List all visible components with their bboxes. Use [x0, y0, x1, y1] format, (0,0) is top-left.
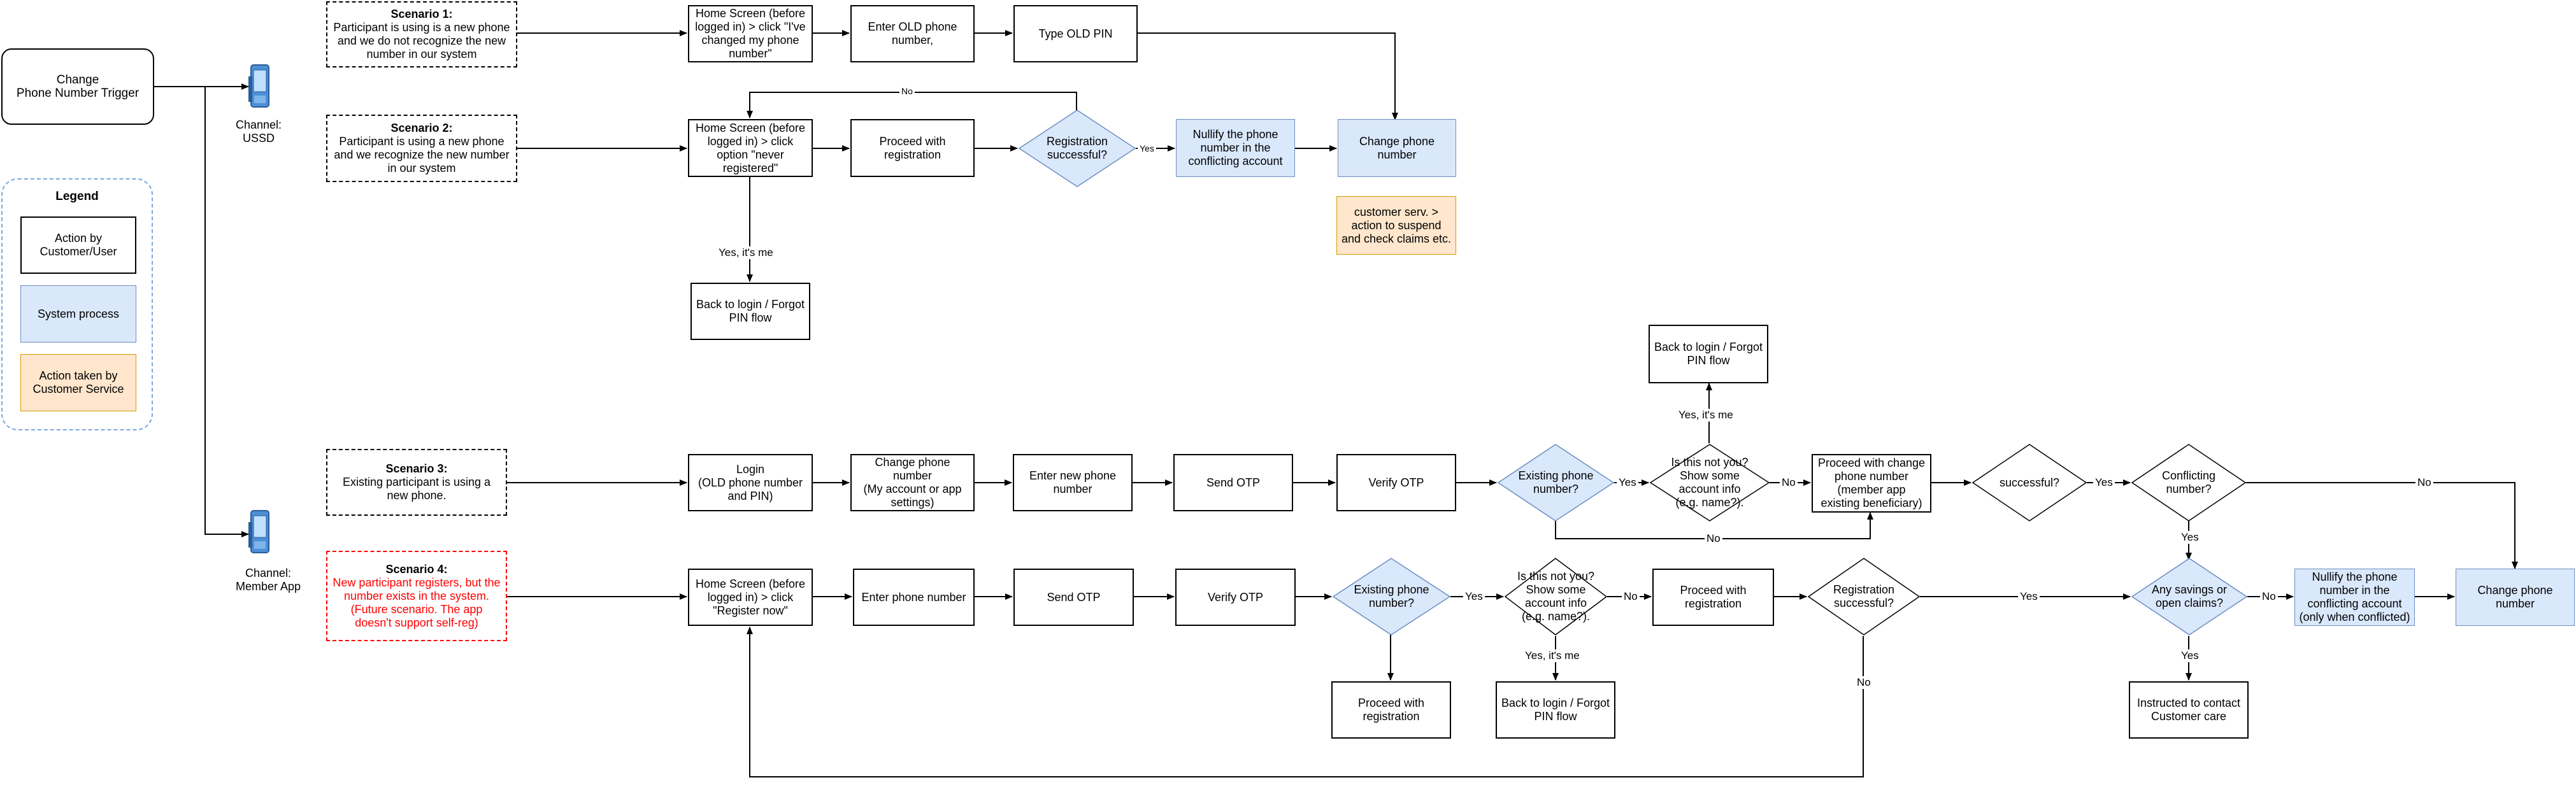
s3-not-you-decision: Is this not you? Show some account info … — [1650, 444, 1770, 521]
scenario-body: Existing participant is using a new phon… — [342, 476, 491, 502]
s4-contact-customer-care: Instructed to contact Customer care — [2129, 681, 2249, 739]
decision-label: Is this not you? Show some account info … — [1671, 456, 1749, 509]
scenario-4: Scenario 4: New participant registers, b… — [326, 551, 507, 641]
s1-enter-old-phone: Enter OLD phone number, — [850, 5, 975, 62]
s2-registration-decision: Registration successful? — [1019, 110, 1136, 187]
edge-s3-conflict-change — [2246, 482, 2518, 569]
edge-label-no: No — [1855, 676, 1873, 689]
decision-label: Any savings or open claims? — [2151, 583, 2228, 609]
s3-back-to-login: Back to login / Forgot PIN flow — [1649, 325, 1768, 383]
s2-customer-service-action: customer serv. > action to suspend and c… — [1336, 196, 1456, 255]
s4-nullify-phone: Nullify the phone number in the conflict… — [2294, 569, 2415, 626]
decision-label: Is this not you? Show some account info … — [1517, 570, 1595, 623]
edge-label-no: No — [1780, 476, 1798, 489]
edge-label-yes: Yes — [1617, 476, 1638, 489]
decision-label: Conflicting number? — [2161, 469, 2216, 495]
scenario-title: Scenario 3: — [385, 462, 448, 475]
s4-home-screen: Home Screen (before logged in) > click "… — [688, 569, 813, 626]
s3-existing-phone-decision: Existing phone number? — [1498, 444, 1614, 521]
s3-successful-decision: successful? — [1972, 444, 2087, 521]
s3-conflicting-decision: Conflicting number? — [2131, 444, 2246, 521]
s2-back-to-login: Back to login / Forgot PIN flow — [691, 283, 810, 340]
s1-type-old-pin: Type OLD PIN — [1013, 5, 1138, 62]
scenario-body: Participant is using a new phone and we … — [334, 135, 510, 174]
s3-login: Login (OLD phone number and PIN) — [688, 454, 813, 511]
s4-back-to-login: Back to login / Forgot PIN flow — [1496, 681, 1615, 739]
legend-title: Legend — [55, 190, 99, 203]
legend-customer-service: Action taken by Customer Service — [20, 354, 136, 411]
s3-change-phone-number: Change phone number (My account or app s… — [850, 454, 975, 511]
scenario-body: New participant registers, but the numbe… — [333, 576, 501, 629]
edge-label-yes: Yes — [1463, 590, 1485, 603]
scenario-title: Scenario 4: — [385, 562, 448, 576]
s4-verify-otp: Verify OTP — [1175, 569, 1296, 626]
s3-send-otp: Send OTP — [1173, 454, 1293, 511]
s4-proceed-registration-a: Proceed with registration — [1331, 681, 1451, 739]
scenario-1: Scenario 1: Participant is using is a ne… — [326, 1, 517, 67]
decision-label: Existing phone number? — [1354, 583, 1429, 609]
s4-registration-decision: Registration successful? — [1808, 558, 1920, 635]
edge-s4-reg-no — [747, 627, 1864, 777]
scenario-title: Scenario 1: — [390, 8, 453, 20]
decision-label: Registration successful? — [1046, 135, 1108, 161]
s4-proceed-registration-b: Proceed with registration — [1652, 569, 1774, 626]
legend-user: Action by Customer/User — [20, 216, 136, 274]
edge-label-yes: Yes — [2093, 476, 2115, 489]
s2-change-phone-number: Change phone number — [1338, 119, 1456, 177]
edge-label-no: No — [1622, 590, 1640, 603]
s3-enter-new-phone: Enter new phone number — [1013, 454, 1133, 511]
scenario-2: Scenario 2: Participant is using a new p… — [326, 115, 517, 182]
channel-app-label: Channel: Member App — [235, 567, 301, 593]
edge-label-yes: Yes — [1138, 143, 1156, 153]
scenario-body: Participant is using is a new phone and … — [333, 21, 510, 60]
s4-change-phone-number: Change phone number — [2456, 569, 2575, 626]
s4-send-otp: Send OTP — [1013, 569, 1134, 626]
decision-label: successful? — [1999, 476, 2060, 489]
s2-home-screen: Home Screen (before logged in) > click o… — [688, 119, 813, 177]
edge-label-no: No — [1705, 532, 1722, 545]
edge-label-no: No — [2260, 590, 2278, 603]
edge-label-yes: Yes — [2179, 649, 2201, 662]
s3-proceed-change: Proceed with change phone number (member… — [1812, 454, 1931, 513]
mobile-phone-icon — [247, 64, 270, 113]
decision-label: Existing phone number? — [1518, 469, 1594, 495]
edge-label-yes-me: Yes, it's me — [1677, 409, 1735, 422]
trigger-node: Change Phone Number Trigger — [1, 48, 154, 125]
legend: Legend Action by Customer/User System pr… — [1, 178, 153, 430]
scenario-3: Scenario 3: Existing participant is usin… — [326, 449, 507, 516]
legend-system: System process — [20, 285, 136, 343]
decision-label: Registration successful? — [1833, 583, 1895, 609]
edge-label-yes: Yes — [2018, 590, 2040, 603]
edge-label-yes-me: Yes, it's me — [717, 246, 775, 259]
s2-nullify-phone: Nullify the phone number in the conflict… — [1176, 119, 1295, 177]
s4-savings-decision: Any savings or open claims? — [2131, 558, 2247, 635]
edge-label-yes: Yes — [2179, 531, 2201, 544]
channel-ussd-label: Channel: USSD — [235, 118, 282, 145]
edge-s1-pin-change — [1138, 32, 1398, 120]
edge-label-yes-me: Yes, it's me — [1523, 649, 1582, 662]
s3-verify-otp: Verify OTP — [1336, 454, 1456, 511]
s1-home-screen: Home Screen (before logged in) > click "… — [688, 5, 813, 62]
s4-not-you-decision: Is this not you? Show some account info … — [1505, 558, 1607, 635]
edge-label-no: No — [899, 86, 915, 96]
s4-existing-phone-decision: Existing phone number? — [1333, 558, 1450, 635]
scenario-title: Scenario 2: — [390, 122, 453, 134]
s2-proceed-registration: Proceed with registration — [850, 119, 975, 177]
s4-enter-phone: Enter phone number — [853, 569, 975, 626]
mobile-phone-icon — [247, 509, 270, 558]
edge-label-no: No — [2415, 476, 2433, 489]
edge-trigger-app — [204, 87, 249, 537]
